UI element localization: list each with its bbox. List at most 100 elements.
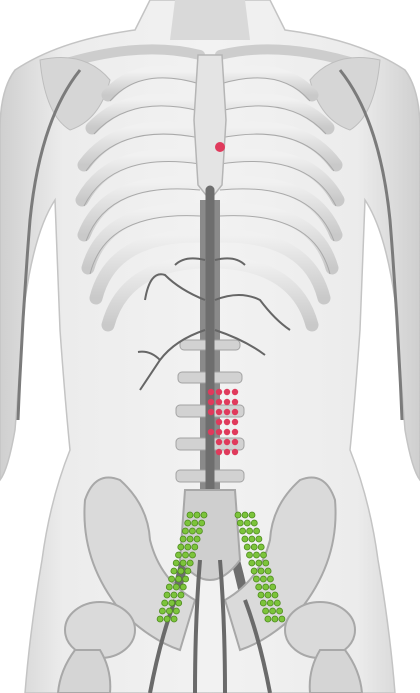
red-marker [224,399,230,405]
green-marker [263,608,269,614]
green-marker [176,576,182,582]
green-marker [183,552,189,558]
green-marker [267,600,273,606]
green-marker [272,616,278,622]
green-marker [237,520,243,526]
green-marker [244,544,250,550]
green-marker [258,592,264,598]
red-marker [224,409,230,415]
green-marker [194,536,200,542]
green-marker [180,536,186,542]
red-marker [224,419,230,425]
green-marker [256,584,262,590]
green-marker [240,528,246,534]
green-marker [171,592,177,598]
green-marker [279,616,285,622]
red-marker [216,449,222,455]
red-marker [208,409,214,415]
red-marker [216,389,222,395]
red-marker [232,419,238,425]
red-marker [224,449,230,455]
green-marker [178,592,184,598]
green-marker [176,552,182,558]
green-marker [166,608,172,614]
red-marker [232,409,238,415]
green-marker [258,544,264,550]
green-marker [199,520,205,526]
green-marker [164,592,170,598]
green-marker [247,528,253,534]
green-marker [178,568,184,574]
green-marker [185,520,191,526]
green-marker [261,552,267,558]
green-marker [265,568,271,574]
green-marker [182,528,188,534]
green-marker [263,584,269,590]
green-marker [189,528,195,534]
green-marker [173,608,179,614]
red-marker [216,419,222,425]
green-marker [260,600,266,606]
red-marker [216,409,222,415]
green-marker [274,600,280,606]
green-marker [254,528,260,534]
sternum [194,55,226,200]
green-marker [169,576,175,582]
green-marker [256,560,262,566]
red-marker [232,389,238,395]
green-marker [187,536,193,542]
green-marker [159,608,165,614]
green-marker [180,584,186,590]
green-marker [235,512,241,518]
green-marker [251,520,257,526]
red-marker [232,449,238,455]
green-marker [192,520,198,526]
green-marker [185,544,191,550]
red-marker [224,439,230,445]
red-marker [232,399,238,405]
red-marker [224,429,230,435]
green-marker [201,512,207,518]
green-marker [267,576,273,582]
red-marker [216,429,222,435]
green-marker [272,592,278,598]
green-marker [187,512,193,518]
green-marker [249,512,255,518]
green-marker [265,616,271,622]
green-marker [190,552,196,558]
green-marker [242,536,248,542]
green-marker [196,528,202,534]
neck [170,0,250,40]
green-marker [247,552,253,558]
red-marker [232,439,238,445]
green-marker [176,600,182,606]
green-marker [256,536,262,542]
green-marker [263,560,269,566]
green-marker [187,560,193,566]
green-marker [270,608,276,614]
green-marker [242,512,248,518]
green-marker [157,616,163,622]
green-marker [171,568,177,574]
green-marker [254,552,260,558]
green-marker [164,616,170,622]
green-marker [253,576,259,582]
red-marker [216,399,222,405]
green-marker [166,584,172,590]
red-marker [208,399,214,405]
sternum-marker [215,142,225,152]
green-marker [265,592,271,598]
green-marker [194,512,200,518]
red-marker [224,389,230,395]
green-marker [277,608,283,614]
green-marker [169,600,175,606]
green-marker [183,576,189,582]
red-marker [208,429,214,435]
green-marker [173,584,179,590]
green-marker [185,568,191,574]
green-marker [178,544,184,550]
green-marker [249,560,255,566]
green-marker [162,600,168,606]
red-marker [232,429,238,435]
red-marker [208,389,214,395]
